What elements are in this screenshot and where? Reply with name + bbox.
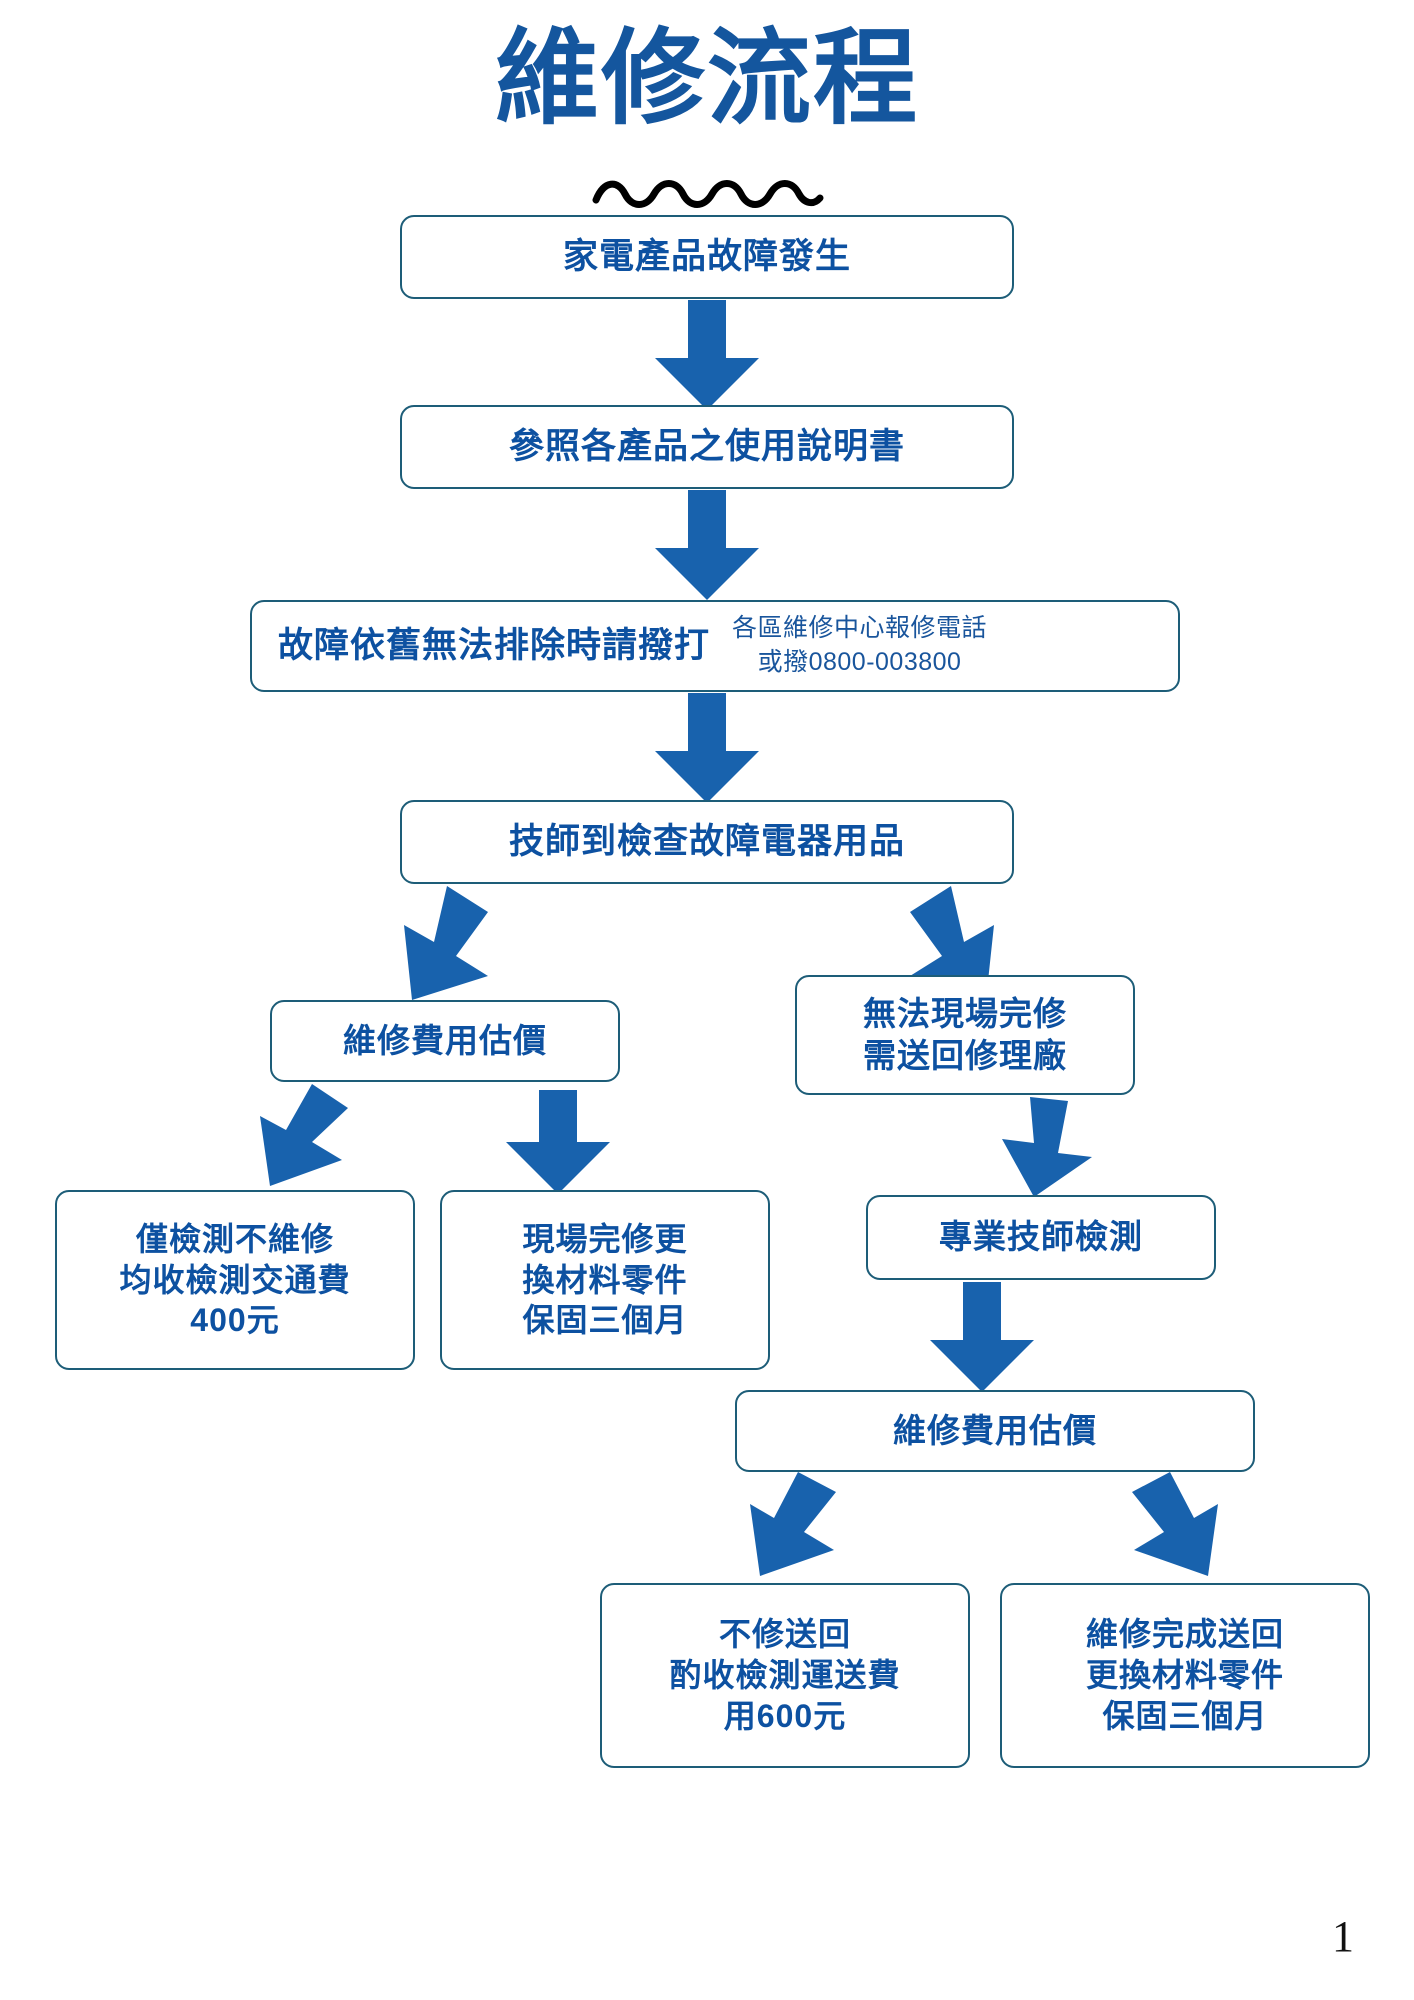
arrow-n4-to-n5 [370, 884, 500, 1002]
node-send-to-workshop[interactable]: 無法現場完修 需送回修理廠 [795, 975, 1135, 1095]
note-line-1: 各區維修中心報修電話 [732, 614, 988, 643]
node-repair-quote-onsite[interactable]: 維修費用估價 [270, 1000, 620, 1082]
node-label-line-2: 更換材料零件 [1085, 1657, 1284, 1694]
node-label-line-2: 需送回修理廠 [863, 1037, 1067, 1074]
node-label-line-2: 酌收檢測運送費 [669, 1657, 901, 1694]
arrow-n3-to-n4 [655, 693, 759, 803]
page-number: 1 [1332, 1912, 1354, 1961]
node-repair-complete-return[interactable]: 維修完成送回 更換材料零件 保固三個月 [1000, 1583, 1370, 1768]
note-line-2: 或撥0800-003800 [757, 648, 962, 676]
node-inspection-only-fee[interactable]: 僅檢測不維修 均收檢測交通費 400元 [55, 1190, 415, 1370]
node-label-line-2: 均收檢測交通費 [119, 1261, 351, 1298]
arrow-n5-to-n7 [238, 1082, 358, 1192]
node-label: 故障依舊無法排除時請撥打 [278, 625, 711, 665]
node-label: 技師到檢查故障電器用品 [508, 821, 905, 861]
node-repair-quote-workshop[interactable]: 維修費用估價 [735, 1390, 1255, 1472]
node-label-line-1: 不修送回 [718, 1616, 851, 1653]
arrow-n6-to-n9 [1000, 1095, 1110, 1199]
arrow-n1-to-n2 [655, 300, 759, 410]
arrow-n10-to-n11 [728, 1470, 848, 1582]
node-label: 專業技師檢測 [939, 1218, 1143, 1256]
arrow-n4-to-n6 [898, 884, 1028, 1002]
arrow-n9-to-n10 [930, 1282, 1034, 1392]
node-label-line-2: 換材料零件 [522, 1261, 688, 1298]
node-label-line-1: 無法現場完修 [863, 994, 1067, 1032]
service-phone-note: 各區維修中心報修電話 或撥0800-003800 [732, 612, 987, 680]
arrow-n5-to-n8 [506, 1090, 610, 1194]
arrow-n10-to-n12 [1120, 1470, 1240, 1582]
node-label-line-1: 僅檢測不維修 [135, 1220, 334, 1257]
node-label-line-3: 保固三個月 [522, 1302, 688, 1339]
node-onsite-repair-done[interactable]: 現場完修更 換材料零件 保固三個月 [440, 1190, 770, 1370]
node-label: 維修費用估價 [343, 1021, 547, 1059]
wavy-underline-icon [592, 180, 824, 208]
node-label-line-1: 現場完修更 [522, 1220, 688, 1257]
node-label-line-1: 維修完成送回 [1085, 1616, 1284, 1653]
node-label-line-3: 用600元 [723, 1697, 847, 1734]
node-label: 維修費用估價 [893, 1411, 1097, 1449]
node-label: 參照各產品之使用說明書 [508, 426, 905, 466]
page-title: 維修流程 [494, 21, 919, 137]
node-professional-diagnosis[interactable]: 專業技師檢測 [866, 1195, 1216, 1280]
node-label-line-3: 400元 [190, 1302, 280, 1339]
node-technician-inspect[interactable]: 技師到檢查故障電器用品 [400, 800, 1014, 884]
node-label-line-3: 保固三個月 [1102, 1697, 1268, 1734]
arrow-n2-to-n3 [655, 490, 759, 600]
node-consult-manual[interactable]: 參照各產品之使用說明書 [400, 405, 1014, 489]
node-label: 家電產品故障發生 [562, 236, 851, 276]
node-fault-occurs[interactable]: 家電產品故障發生 [400, 215, 1014, 299]
node-call-service[interactable]: 故障依舊無法排除時請撥打 各區維修中心報修電話 或撥0800-003800 [250, 600, 1180, 692]
node-no-repair-return-fee[interactable]: 不修送回 酌收檢測運送費 用600元 [600, 1583, 970, 1768]
